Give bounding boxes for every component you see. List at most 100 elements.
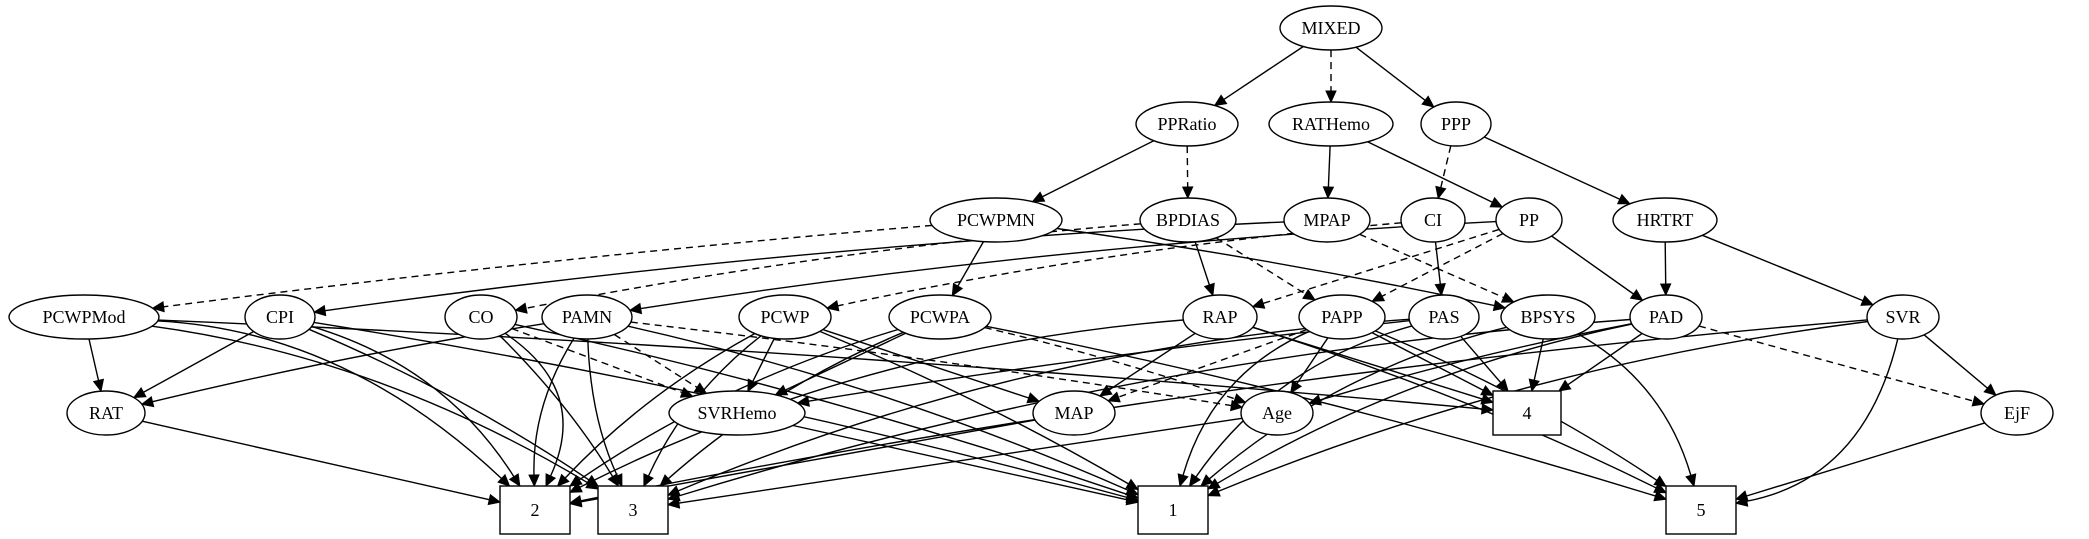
- node-n3: 3: [597, 485, 669, 535]
- edge-hrtrt-to-pad: [1659, 241, 1672, 297]
- arrowhead-icon: [1653, 482, 1668, 494]
- edge-ejf-to-n5: [1734, 422, 1986, 502]
- edge-cpi-to-n2: [311, 325, 521, 488]
- node-n2: 2: [499, 485, 571, 535]
- arrowhead-icon: [1031, 191, 1046, 203]
- node-label: 2: [531, 500, 540, 520]
- node-label: PCWPMod: [42, 307, 125, 327]
- node-label: RAT: [89, 403, 123, 423]
- edge-line: [163, 224, 933, 308]
- arrowhead-icon: [1026, 392, 1041, 404]
- edge-bpdias-to-rap: [1194, 241, 1215, 297]
- node-svrhemo: SVRHemo: [668, 390, 806, 436]
- edge-pcwpa-to-n5: [986, 325, 1668, 502]
- arrowhead-icon: [1434, 283, 1446, 297]
- node-label: MAP: [1054, 403, 1093, 423]
- edge-line: [1182, 330, 1310, 476]
- arrowhead-icon: [1106, 391, 1121, 403]
- node-ellipse: [738, 294, 832, 340]
- edge-line: [630, 321, 1232, 407]
- edge-pcwpa-to-svrhemo: [774, 332, 906, 396]
- edge-age-to-n3: [666, 417, 1243, 509]
- arrowhead-icon: [1203, 282, 1215, 297]
- node-ellipse: [1298, 294, 1386, 340]
- arrowhead-icon: [1971, 395, 1986, 407]
- arrowhead-icon: [1480, 384, 1495, 396]
- arrowhead-icon: [497, 473, 511, 487]
- node-n4: 4: [1492, 390, 1562, 436]
- edge-line: [308, 328, 590, 481]
- edge-mixed-to-ppratio: [1213, 45, 1304, 107]
- node-ellipse: [1500, 294, 1596, 340]
- node-rathemo: RATHemo: [1268, 101, 1394, 147]
- node-label: PPRatio: [1157, 114, 1216, 134]
- node-label: MPAP: [1303, 210, 1350, 230]
- arrowhead-icon: [545, 473, 557, 488]
- node-ellipse: [1980, 390, 2054, 436]
- arrowhead-icon: [487, 493, 502, 506]
- arrowhead-icon: [1653, 490, 1668, 502]
- node-ellipse: [668, 390, 806, 436]
- node-ellipse: [8, 294, 160, 340]
- edge-pamn-to-n1: [627, 325, 1140, 496]
- node-ppratio: PPRatio: [1135, 101, 1239, 147]
- node-cpi: CPI: [244, 294, 316, 340]
- edge-line: [142, 420, 490, 501]
- node-pcwp: PCWP: [738, 294, 832, 340]
- arrowhead-icon: [1496, 378, 1509, 392]
- edge-line: [1208, 326, 1507, 480]
- node-ellipse: [929, 197, 1063, 243]
- edge-pcwp-to-n2: [556, 332, 756, 487]
- edge-line: [957, 241, 985, 287]
- node-label: CO: [468, 307, 493, 327]
- edge-line: [613, 333, 698, 388]
- node-label: PAD: [1649, 307, 1683, 327]
- arrowhead-icon: [1232, 393, 1247, 405]
- node-map: MAP: [1032, 390, 1116, 436]
- edge-line: [1319, 323, 1632, 401]
- arrowhead-icon: [1177, 473, 1189, 488]
- node-ellipse: [1279, 5, 1383, 51]
- node-pamn: PAMN: [541, 294, 633, 340]
- node-ejf: EjF: [1980, 390, 2054, 436]
- edge-line: [822, 328, 1029, 399]
- node-ellipse: [1612, 197, 1718, 243]
- node-label: CPI: [266, 307, 294, 327]
- edge-line: [579, 319, 1184, 488]
- arrowhead-icon: [508, 473, 521, 488]
- arrowhead-icon: [1125, 478, 1140, 491]
- edge-papp-to-age: [1290, 337, 1329, 394]
- arrowhead-icon: [825, 300, 840, 312]
- edge-line: [88, 338, 100, 381]
- edge-line: [1367, 141, 1493, 203]
- node-age: Age: [1240, 390, 1314, 436]
- node-label: 5: [1697, 500, 1706, 520]
- arrowhead-icon: [774, 384, 789, 396]
- node-label: PAMN: [562, 307, 612, 327]
- edge-ci-to-pas: [1434, 241, 1446, 297]
- node-ppp: PPP: [1420, 101, 1492, 147]
- arrowhead-icon: [1302, 288, 1316, 301]
- arrowhead-icon: [1653, 475, 1667, 488]
- node-hrtrt: HRTRT: [1612, 197, 1718, 243]
- node-box: [1492, 390, 1562, 436]
- edge-line: [640, 220, 1497, 310]
- edge-line: [678, 417, 1243, 504]
- node-rap: RAP: [1182, 294, 1258, 340]
- arrowhead-icon: [1659, 283, 1672, 297]
- edge-svr-to-n1: [1206, 320, 1868, 497]
- edge-line: [1551, 235, 1634, 295]
- node-bpsys: BPSYS: [1500, 294, 1596, 340]
- edge-line: [1056, 227, 1495, 307]
- node-ellipse: [444, 294, 518, 340]
- edge-svr-to-n5: [1734, 338, 1899, 507]
- edge-pamn-to-n2: [528, 337, 575, 488]
- arrowhead-icon: [1421, 95, 1435, 108]
- arrowhead-icon: [1188, 473, 1201, 487]
- edge-pcwpa-to-age: [984, 326, 1247, 405]
- node-ellipse: [888, 294, 992, 340]
- edge-ppratio-to-bpdias: [1181, 145, 1194, 200]
- edge-line: [499, 335, 614, 477]
- node-label: SVRHemo: [697, 403, 776, 423]
- arrowhead-icon: [1500, 292, 1515, 303]
